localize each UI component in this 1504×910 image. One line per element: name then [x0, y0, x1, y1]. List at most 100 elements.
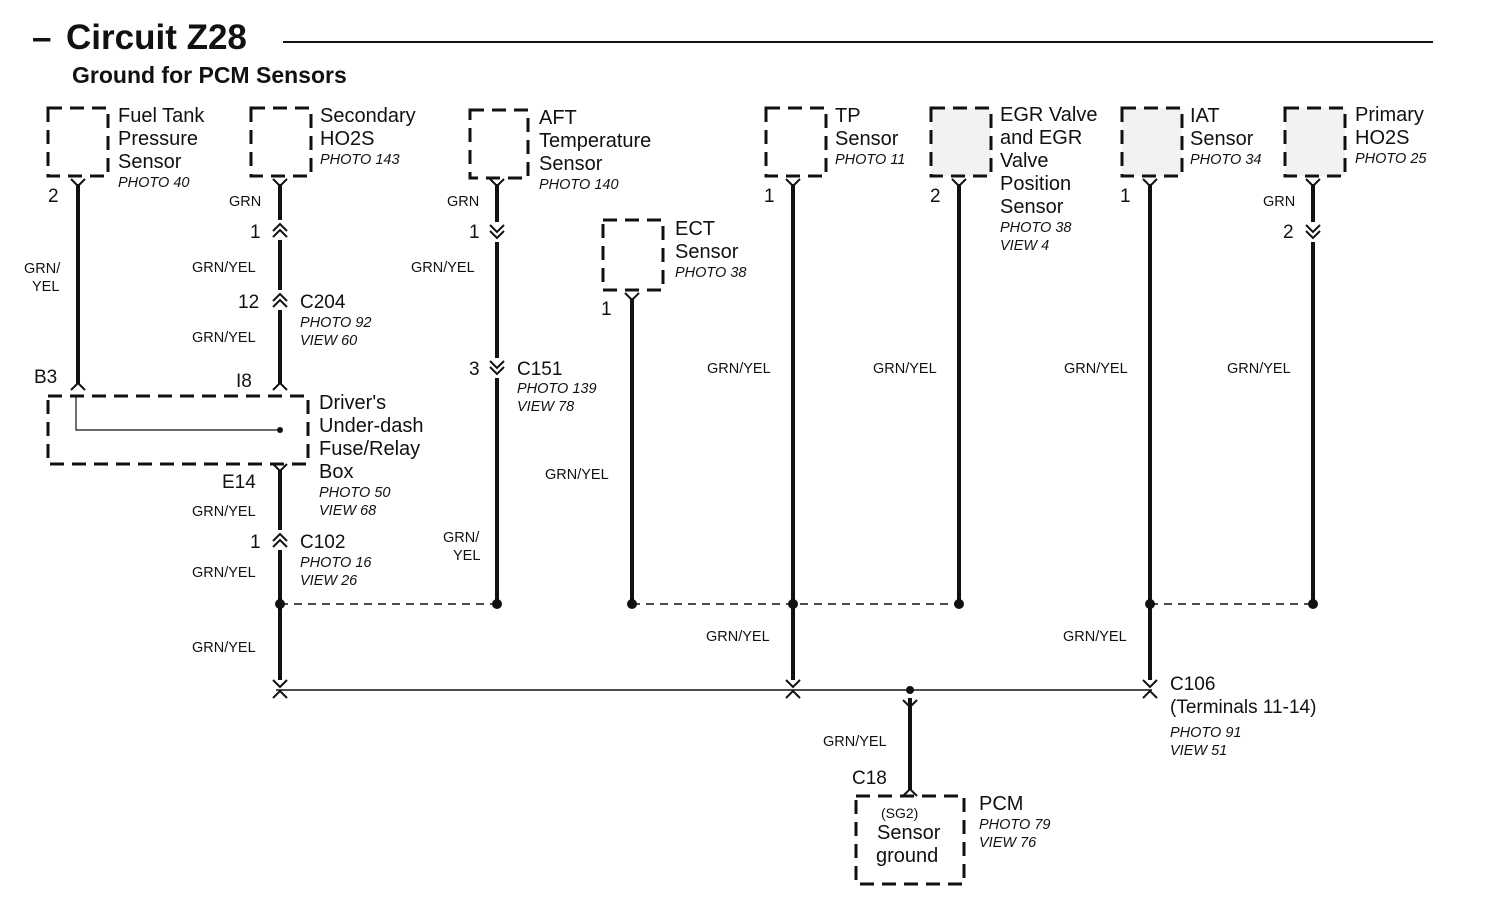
svg-text:GRN/YEL: GRN/YEL	[192, 260, 256, 276]
page-title: Circuit Z28	[66, 18, 247, 57]
svg-text:PHOTO 139: PHOTO 139	[517, 381, 597, 397]
svg-text:GRN/YEL: GRN/YEL	[1227, 361, 1291, 377]
svg-text:VIEW 78: VIEW 78	[517, 399, 574, 415]
fuel-tank-sensor-box	[46, 106, 110, 178]
svg-text:YEL: YEL	[32, 279, 59, 295]
primary-ho2s-label: Primary HO2S PHOTO 25	[1355, 104, 1427, 167]
primary-ho2s-box	[1283, 106, 1347, 178]
pin-labels: 2 1 12 B3 I8 E14 1 1 3 1 1 2 1 2	[34, 186, 1294, 553]
svg-text:GRN: GRN	[1263, 194, 1295, 210]
secondary-ho2s-box	[249, 106, 313, 178]
svg-text:VIEW 26: VIEW 26	[300, 573, 358, 589]
wire-color-labels: GRN/ YEL GRN GRN/YEL GRN/YEL GRN/YEL GRN…	[24, 194, 1295, 750]
svg-text:GRN/YEL: GRN/YEL	[707, 361, 771, 377]
aft-sensor-box	[468, 108, 530, 180]
egr-sensor-box	[929, 106, 993, 178]
svg-text:2: 2	[930, 186, 941, 207]
svg-text:Fuel Tank: Fuel Tank	[118, 105, 205, 127]
egr-sensor-label: EGR Valve and EGR Valve Position Sensor …	[1000, 104, 1097, 254]
c204-label: C204 PHOTO 92 VIEW 60	[300, 292, 371, 349]
svg-text:Sensor: Sensor	[539, 153, 603, 175]
svg-text:PHOTO 50: PHOTO 50	[319, 485, 390, 501]
svg-text:ground: ground	[876, 845, 938, 867]
aft-sensor-label: AFT Temperature Sensor PHOTO 140	[539, 107, 651, 193]
svg-text:Sensor: Sensor	[1190, 128, 1254, 150]
pcm-box	[854, 794, 966, 886]
svg-text:Driver's: Driver's	[319, 392, 386, 414]
fuse-relay-box-label: Driver's Under-dash Fuse/Relay Box PHOTO…	[319, 392, 424, 519]
fuse-relay-box	[46, 394, 310, 466]
svg-text:GRN/YEL: GRN/YEL	[545, 467, 609, 483]
svg-text:VIEW 60: VIEW 60	[300, 333, 357, 349]
svg-text:GRN/YEL: GRN/YEL	[192, 330, 256, 346]
svg-text:1: 1	[469, 222, 480, 243]
svg-text:HO2S: HO2S	[1355, 127, 1409, 149]
svg-text:GRN/: GRN/	[24, 261, 61, 277]
svg-text:VIEW 76: VIEW 76	[979, 835, 1037, 851]
svg-text:2: 2	[1283, 222, 1294, 243]
svg-text:Secondary: Secondary	[320, 105, 416, 127]
svg-text:PHOTO 143: PHOTO 143	[320, 152, 400, 168]
svg-text:B3: B3	[34, 367, 57, 388]
svg-text:VIEW 4: VIEW 4	[1000, 238, 1049, 254]
svg-text:Fuse/Relay: Fuse/Relay	[319, 438, 420, 460]
svg-text:GRN/YEL: GRN/YEL	[1063, 629, 1127, 645]
c102-label: C102 PHOTO 16 VIEW 26	[300, 532, 372, 589]
iat-sensor-box	[1120, 106, 1184, 178]
svg-text:1: 1	[764, 186, 775, 207]
svg-text:GRN/YEL: GRN/YEL	[411, 260, 475, 276]
svg-text:IAT: IAT	[1190, 105, 1220, 127]
svg-text:PHOTO 34: PHOTO 34	[1190, 152, 1261, 168]
svg-text:GRN/: GRN/	[443, 530, 480, 546]
svg-text:GRN/YEL: GRN/YEL	[192, 565, 256, 581]
svg-text:(SG2): (SG2)	[881, 805, 918, 821]
svg-text:C151: C151	[517, 359, 562, 380]
svg-text:Sensor: Sensor	[835, 128, 899, 150]
splice-dots	[275, 599, 1318, 609]
svg-text:C106: C106	[1170, 674, 1215, 695]
c106-label: C106 (Terminals 11-14) PHOTO 91 VIEW 51	[1170, 674, 1316, 759]
svg-text:GRN/YEL: GRN/YEL	[192, 504, 256, 520]
svg-text:ECT: ECT	[675, 218, 715, 240]
svg-text:YEL: YEL	[453, 548, 480, 564]
svg-text:PHOTO 92: PHOTO 92	[300, 315, 371, 331]
iat-sensor-label: IAT Sensor PHOTO 34	[1190, 105, 1261, 168]
svg-text:12: 12	[238, 292, 259, 313]
svg-text:Pressure: Pressure	[118, 128, 198, 150]
svg-text:PHOTO 40: PHOTO 40	[118, 175, 189, 191]
svg-text:GRN: GRN	[447, 194, 479, 210]
svg-text:I8: I8	[236, 371, 252, 392]
svg-text:Sensor: Sensor	[675, 241, 739, 263]
svg-text:1: 1	[601, 299, 612, 320]
svg-text:TP: TP	[835, 105, 861, 127]
svg-text:1: 1	[250, 222, 261, 243]
svg-text:EGR Valve: EGR Valve	[1000, 104, 1097, 126]
svg-text:PHOTO 140: PHOTO 140	[539, 177, 619, 193]
svg-text:GRN/YEL: GRN/YEL	[1064, 361, 1128, 377]
c18-label: C18	[852, 768, 887, 789]
svg-text:PCM: PCM	[979, 793, 1023, 815]
svg-text:(Terminals 11-14): (Terminals 11-14)	[1170, 697, 1316, 718]
svg-text:Under-dash: Under-dash	[319, 415, 424, 437]
tp-sensor-label: TP Sensor PHOTO 11	[835, 105, 905, 168]
svg-text:GRN/YEL: GRN/YEL	[706, 629, 770, 645]
svg-text:PHOTO 79: PHOTO 79	[979, 817, 1050, 833]
svg-text:Position: Position	[1000, 173, 1071, 195]
wires	[76, 184, 1315, 790]
svg-text:E14: E14	[222, 472, 256, 493]
title-rule	[283, 41, 1433, 43]
svg-text:and EGR: and EGR	[1000, 127, 1082, 149]
svg-text:PHOTO 11: PHOTO 11	[835, 152, 905, 168]
svg-text:PHOTO 38: PHOTO 38	[1000, 220, 1071, 236]
svg-text:Sensor: Sensor	[118, 151, 182, 173]
pcm-label: PCM PHOTO 79 VIEW 76 (SG2) Sensor ground	[876, 793, 1050, 867]
svg-text:1: 1	[1120, 186, 1131, 207]
tp-sensor-box	[764, 106, 828, 178]
svg-text:HO2S: HO2S	[320, 128, 374, 150]
svg-text:Sensor: Sensor	[1000, 196, 1064, 218]
svg-text:Sensor: Sensor	[877, 822, 941, 844]
svg-text:VIEW 68: VIEW 68	[319, 503, 376, 519]
bus-splice	[906, 686, 914, 694]
svg-text:AFT: AFT	[539, 107, 577, 129]
